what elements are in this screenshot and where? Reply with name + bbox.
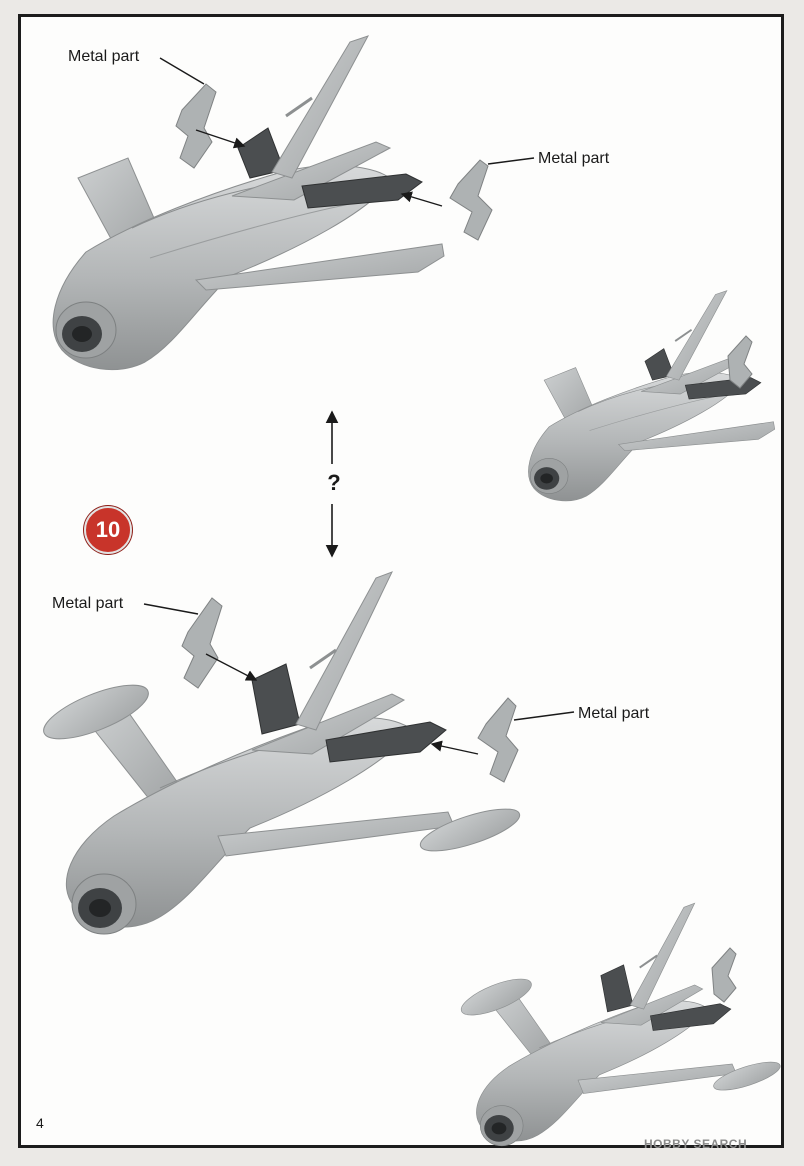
aircraft-version-b-small — [456, 902, 784, 1147]
metal-part-bottom-left — [181, 597, 223, 689]
metal-part-top-left — [175, 83, 217, 169]
step-number-badge: 10 — [84, 506, 132, 554]
aircraft-version-a-small — [527, 289, 776, 502]
callout-metal-part-bottom-right: Metal part — [578, 705, 650, 722]
aircraft-version-a-large — [51, 34, 446, 372]
metal-part-top-right — [449, 159, 493, 241]
aircraft-version-b-large — [35, 570, 526, 936]
watermark-logo: HOBBY SEARCH — [644, 1137, 748, 1151]
page-number: 4 — [36, 1115, 44, 1131]
callout-metal-part-top-right: Metal part — [538, 150, 610, 167]
callout-metal-part-top-left: Metal part — [68, 48, 140, 65]
leader-lines — [143, 57, 575, 755]
metal-part-small-top — [727, 335, 753, 389]
metal-part-small-bottom — [711, 947, 737, 1003]
callout-metal-part-bottom-left: Metal part — [52, 595, 124, 612]
option-question-mark: ? — [327, 470, 341, 495]
metal-part-bottom-right — [477, 697, 519, 783]
